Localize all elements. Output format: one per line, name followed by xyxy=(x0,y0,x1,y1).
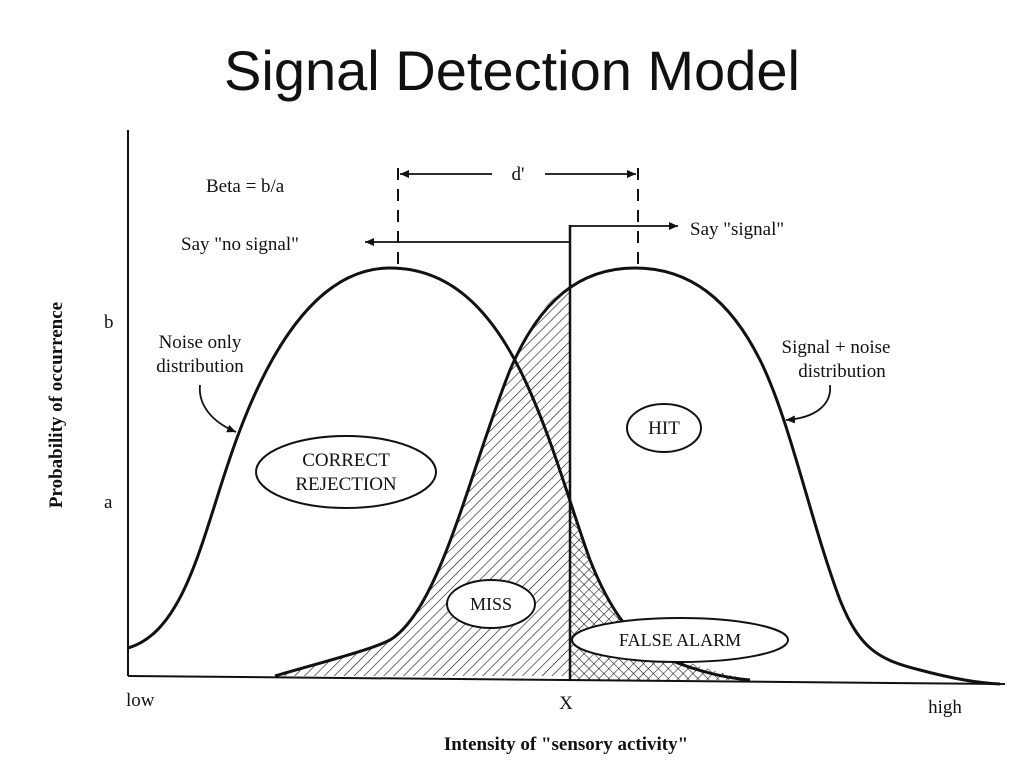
say-no-signal-label: Say "no signal" xyxy=(181,234,299,255)
signal-label-line2: distribution xyxy=(798,361,886,382)
false-alarm-ellipse xyxy=(571,617,789,663)
false-alarm-label: FALSE ALARM xyxy=(619,630,741,650)
y-tick-b: b xyxy=(104,312,114,333)
say-signal-label: Say "signal" xyxy=(690,219,784,240)
x-axis xyxy=(127,675,1006,685)
noise-label-line2: distribution xyxy=(156,356,244,377)
x-tick-high: high xyxy=(928,697,962,718)
miss-ellipse xyxy=(446,579,536,629)
x-axis-title: Intensity of "sensory activity" xyxy=(444,734,688,755)
page-title: Signal Detection Model xyxy=(224,39,800,102)
noise-label-line1: Noise only xyxy=(159,332,242,353)
correct-rejection-label-line2: REJECTION xyxy=(295,474,397,495)
hit-label: HIT xyxy=(648,418,680,439)
d-prime-label: d' xyxy=(512,164,525,185)
correct-rejection-label-line1: CORRECT xyxy=(302,450,390,471)
miss-region xyxy=(275,288,570,676)
x-tick-criterion: X xyxy=(559,693,573,714)
miss-label: MISS xyxy=(470,594,512,614)
signal-pointer-arrow xyxy=(785,384,831,424)
x-tick-low: low xyxy=(126,690,155,711)
y-axis-title: Probability of occurrence xyxy=(46,302,67,508)
correct-rejection-ellipse xyxy=(255,435,437,509)
signal-distribution-curve xyxy=(274,266,1001,686)
signal-label-line1: Signal + noise xyxy=(782,337,891,358)
beta-label: Beta = b/a xyxy=(206,176,285,197)
noise-pointer-arrow xyxy=(199,384,237,433)
y-tick-a: a xyxy=(104,492,113,513)
hit-ellipse xyxy=(626,403,702,453)
